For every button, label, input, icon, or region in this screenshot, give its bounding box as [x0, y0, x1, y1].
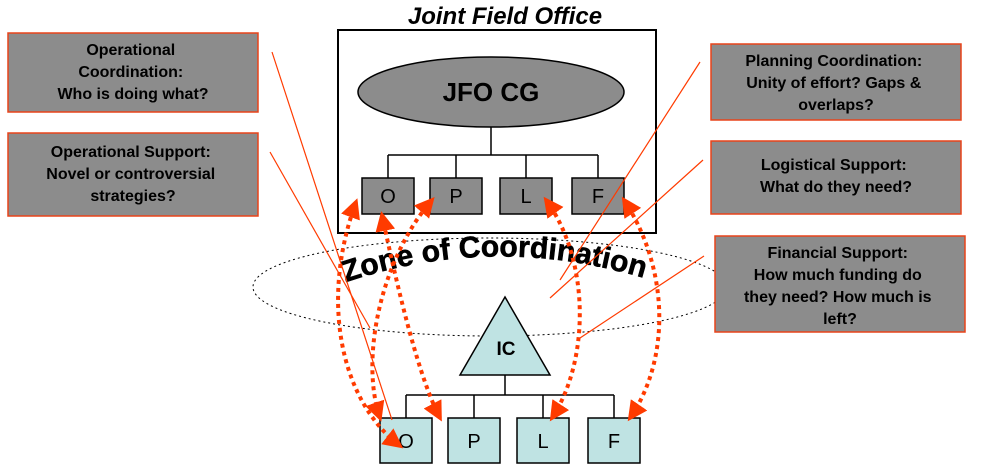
ic-unit-f: F — [587, 417, 641, 464]
svg-text:Financial Support: How m: Financial Support: How much funding do t… — [744, 245, 936, 328]
svg-text:L: L — [537, 431, 548, 453]
svg-text:O: O — [380, 186, 396, 208]
ic-unit-l: L — [516, 417, 570, 464]
svg-text:Operational Support: Nov: Operational Support: Novel or controvers… — [46, 144, 219, 205]
ic-org-lines — [405, 375, 615, 418]
callout-financial-support: Financial Support: How much funding do t… — [714, 235, 966, 333]
svg-text:Logistical Support: What: Logistical Support: What do they need? — [760, 157, 912, 196]
ic-unit-o: O — [379, 417, 433, 464]
ic-label: IC — [497, 339, 516, 360]
svg-text:L: L — [520, 186, 531, 208]
jfo-unit-l: L — [499, 177, 553, 215]
svg-text:P: P — [449, 186, 462, 208]
svg-text:Operational Coordination: Operational Coordination: Who is doing w… — [57, 42, 208, 103]
arrow-p-o — [365, 196, 435, 422]
jfo-org-lines — [387, 127, 599, 178]
ic-unit-p: P — [447, 417, 501, 464]
callout-operational-coordination: Operational Coordination: Who is doing w… — [7, 32, 259, 113]
arrow-f-f — [621, 196, 662, 422]
arrow-o-o — [336, 198, 404, 449]
svg-text:F: F — [608, 431, 620, 453]
coordination-arrows — [336, 196, 662, 449]
callout-logistical-support: Logistical Support: What do they need? — [710, 140, 962, 215]
svg-text:Planning Coordination: U: Planning Coordination: Unity of effort? … — [745, 53, 926, 114]
svg-text:O: O — [398, 431, 414, 453]
callout-planning-coordination: Planning Coordination: Unity of effort? … — [710, 43, 962, 121]
jfo-cg-label: JFO CG — [443, 77, 540, 107]
jfo-unit-o: O — [361, 177, 415, 215]
svg-text:F: F — [592, 186, 604, 208]
jfo-unit-f: F — [571, 177, 625, 215]
arrow-l-l — [543, 196, 582, 422]
zone-label: Zone of Coordination — [338, 230, 651, 289]
callout-operational-support: Operational Support: Novel or controvers… — [7, 132, 259, 217]
jfo-unit-p: P — [429, 177, 483, 215]
page-title: Joint Field Office — [408, 3, 602, 30]
svg-text:P: P — [467, 431, 480, 453]
